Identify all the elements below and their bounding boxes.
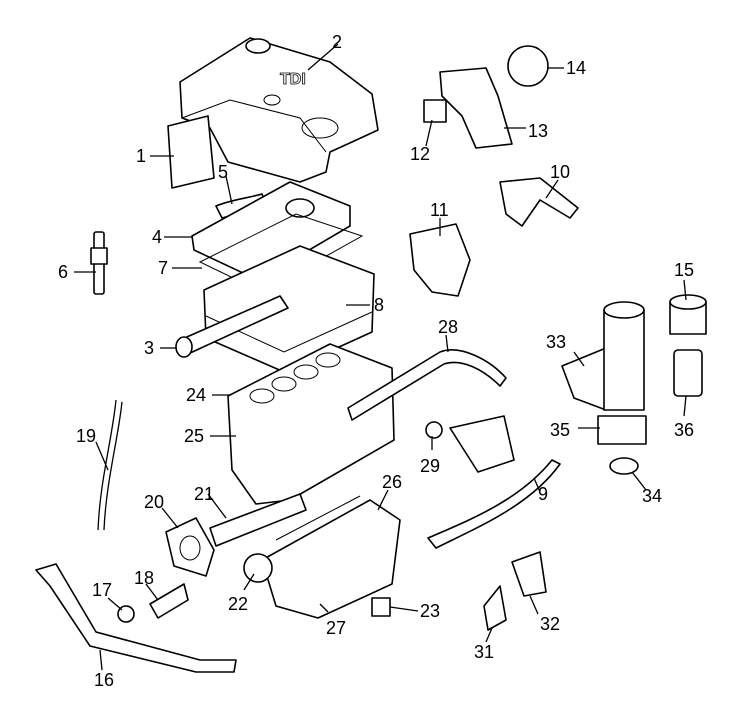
callout-8: 8 bbox=[374, 295, 384, 315]
callout-29: 29 bbox=[420, 456, 440, 476]
coolant-flange bbox=[499, 177, 579, 227]
oil-pan bbox=[261, 495, 401, 619]
callout-10: 10 bbox=[550, 162, 570, 182]
oil-filter-cap bbox=[669, 294, 707, 335]
coolant-pipe bbox=[347, 349, 507, 421]
callout-6: 6 bbox=[58, 262, 68, 282]
callout-27: 27 bbox=[326, 618, 346, 638]
oil-filter-bracket bbox=[561, 347, 607, 411]
callout-9: 9 bbox=[538, 484, 548, 504]
callout-13: 13 bbox=[528, 121, 548, 141]
callout-15: 15 bbox=[674, 260, 694, 280]
callout-28: 28 bbox=[438, 317, 458, 337]
engine-cover: TDI bbox=[179, 37, 379, 183]
oil-level-sensor bbox=[371, 597, 391, 617]
callout-1: 1 bbox=[136, 146, 146, 166]
crankshaft bbox=[209, 493, 307, 547]
crank-sprocket bbox=[243, 553, 273, 583]
callout-26: 26 bbox=[382, 472, 402, 492]
leader-lines bbox=[74, 43, 687, 671]
callout-labels: 2 1 5 4 6 7 8 3 24 25 19 26 28 29 9 10 1… bbox=[58, 32, 694, 690]
callout-35: 35 bbox=[550, 420, 570, 440]
camshaft bbox=[175, 295, 289, 358]
callout-20: 20 bbox=[144, 492, 164, 512]
callout-11: 11 bbox=[430, 200, 449, 220]
oil-cooler bbox=[609, 457, 639, 475]
mount-bracket bbox=[149, 583, 189, 619]
callout-4: 4 bbox=[152, 227, 162, 247]
vacuum-unit-bracket bbox=[439, 67, 513, 149]
cover-emboss-text: TDI bbox=[280, 71, 306, 88]
dipstick-tube bbox=[97, 399, 123, 531]
damper bbox=[483, 585, 507, 631]
callout-25: 25 bbox=[184, 426, 204, 446]
callout-2: 2 bbox=[332, 32, 342, 52]
vacuum-reservoir bbox=[507, 45, 549, 87]
callout-7: 7 bbox=[158, 258, 168, 278]
callout-12: 12 bbox=[410, 144, 430, 164]
oil-filter-housing bbox=[597, 301, 647, 445]
callout-31: 31 bbox=[474, 642, 494, 662]
callout-32: 32 bbox=[540, 614, 560, 634]
oil-filter-element bbox=[673, 349, 703, 397]
callout-16: 16 bbox=[94, 670, 114, 690]
cylinder-head-cover bbox=[191, 181, 351, 281]
callout-23: 23 bbox=[420, 601, 440, 621]
cylinder-block bbox=[227, 343, 395, 505]
glow-plug bbox=[90, 231, 108, 295]
callout-33: 33 bbox=[546, 332, 566, 352]
injection-pump bbox=[409, 223, 471, 297]
seal-carrier bbox=[165, 517, 215, 577]
callout-19: 19 bbox=[76, 426, 96, 446]
callout-14: 14 bbox=[566, 58, 586, 78]
callout-34: 34 bbox=[642, 486, 662, 506]
callout-17: 17 bbox=[92, 580, 112, 600]
callout-24: 24 bbox=[186, 385, 206, 405]
callout-18: 18 bbox=[134, 568, 154, 588]
thermostat-housing bbox=[425, 415, 515, 473]
callout-5: 5 bbox=[218, 162, 228, 182]
cover-bracket bbox=[167, 115, 215, 189]
callout-21: 21 bbox=[194, 484, 214, 504]
engine-support bbox=[35, 563, 237, 673]
coolant-hose bbox=[427, 459, 561, 549]
callout-3: 3 bbox=[144, 338, 154, 358]
callout-22: 22 bbox=[228, 594, 248, 614]
right-mount-bracket bbox=[511, 551, 547, 597]
pressure-valve bbox=[423, 99, 447, 123]
callout-36: 36 bbox=[674, 420, 694, 440]
